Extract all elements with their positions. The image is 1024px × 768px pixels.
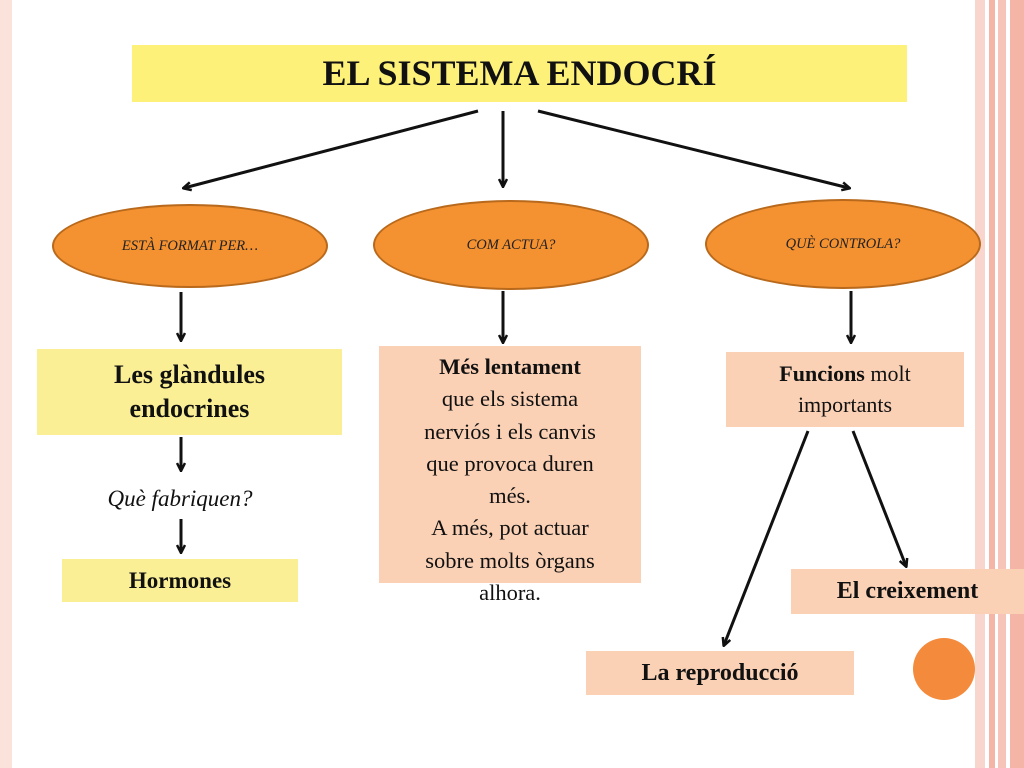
reproduction-box: La reproducció bbox=[586, 651, 854, 695]
arrow-title-to-formed bbox=[184, 109, 479, 188]
action-line: sobre molts òrgans bbox=[425, 547, 595, 573]
arrow-functions-to-growth bbox=[851, 430, 906, 566]
action-line: A més, pot actuar bbox=[431, 515, 589, 541]
action-line: alhora. bbox=[479, 580, 541, 606]
functions-box: Funcions molt importants bbox=[726, 352, 964, 427]
glands-box: Les glàndules endocrines bbox=[37, 349, 342, 435]
question-oval-what-it-controls: QUÈ CONTROLA? bbox=[705, 199, 981, 289]
glands-question: Què fabriquen? bbox=[107, 486, 253, 511]
question-oval-formed-by: ESTÀ FORMAT PER… bbox=[52, 204, 328, 288]
action-box bbox=[379, 346, 641, 583]
decorative-stripe bbox=[0, 0, 12, 768]
action-bold-text: Més lentament bbox=[439, 354, 581, 379]
glands-label: Les glàndules endocrines bbox=[114, 360, 265, 423]
question-what-it-controls-label: QUÈ CONTROLA? bbox=[785, 236, 901, 252]
page-title: EL SISTEMA ENDOCRÍ bbox=[132, 45, 907, 102]
arrow-title-to-controls bbox=[537, 109, 849, 188]
question-oval-how-it-acts: COM ACTUA? bbox=[373, 200, 649, 290]
growth-box: El creixement bbox=[791, 569, 1024, 614]
decorative-stripe bbox=[975, 0, 985, 768]
functions-line-1: Funcions molt bbox=[726, 358, 964, 389]
hormones-box: Hormones bbox=[62, 559, 298, 602]
decorative-stripe bbox=[989, 0, 995, 768]
action-line: que els sistema bbox=[441, 386, 579, 412]
action-line: més. bbox=[489, 483, 531, 509]
arrow-functions-to-reproduction bbox=[724, 430, 810, 645]
decorative-circle bbox=[913, 638, 975, 700]
action-line: nerviós i els canvis bbox=[424, 418, 596, 444]
action-text: Més lentament que els sistema nerviós i … bbox=[372, 351, 648, 609]
action-line: que provoca duren bbox=[426, 450, 594, 476]
functions-line-2: importants bbox=[797, 392, 893, 417]
functions-bold-text: Funcions bbox=[779, 361, 865, 386]
functions-rest-text: molt bbox=[870, 361, 911, 386]
question-how-it-acts-label: COM ACTUA? bbox=[466, 237, 556, 253]
decorative-stripe bbox=[998, 0, 1006, 768]
question-formed-by-label: ESTÀ FORMAT PER… bbox=[121, 238, 259, 254]
